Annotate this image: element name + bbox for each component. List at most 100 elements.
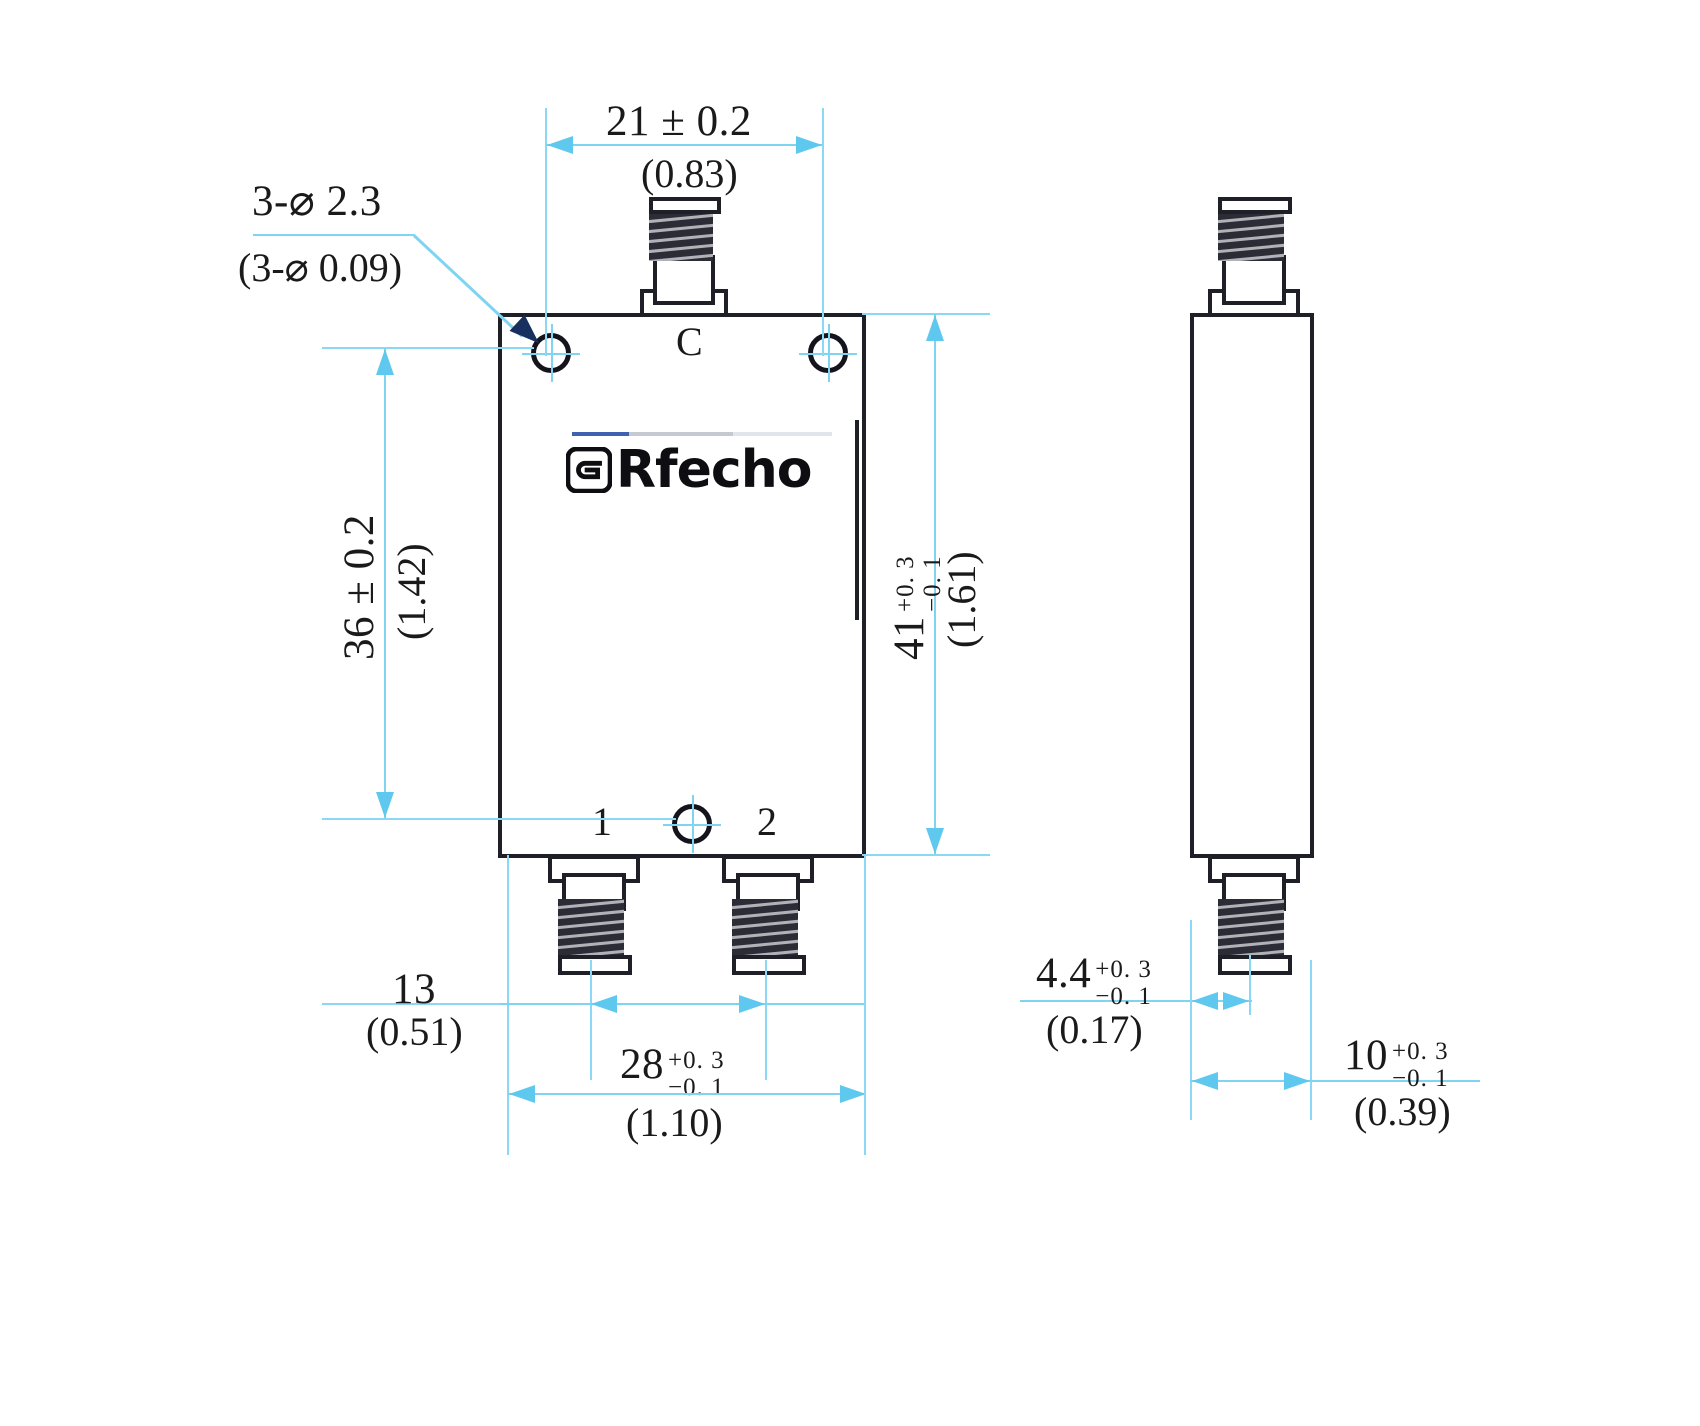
front-body-left-edge (498, 313, 502, 858)
dim-left-height-inch: (1.42) (389, 543, 434, 640)
connector-port-2 (722, 855, 814, 975)
connector-thread (558, 899, 624, 957)
tolerance-stack: +0. 3−0. 1 (1095, 956, 1152, 1010)
mounting-hole-bottom-center (663, 795, 721, 853)
ext-line-10-left (1190, 1000, 1192, 1120)
side-body-left-edge (1190, 313, 1194, 858)
connector-tip (1218, 197, 1292, 214)
dim-bottom-spacing-nominal: 28 (620, 1041, 664, 1088)
connector-common-c (640, 197, 728, 317)
tolerance-minus: −0. 1 (1095, 983, 1152, 1011)
dim-right-height-inch: (1.61) (939, 551, 984, 648)
arrowhead-left (1192, 992, 1218, 1010)
tolerance-stack: +0. 3−0. 1 (668, 1047, 725, 1101)
rfecho-spiral-logo-icon (566, 447, 612, 493)
dim-side-width-nominal: 10 (1344, 1032, 1388, 1079)
arrowhead-left (591, 995, 617, 1013)
dim-bottom-offset-value: 13 (392, 966, 436, 1013)
brand-wordmark: Rfecho (616, 440, 812, 500)
arrowhead-right (796, 136, 822, 154)
dim-top-width-inch: (0.83) (641, 151, 738, 196)
callout-leader-line (412, 234, 524, 338)
connector-thread (1218, 899, 1284, 957)
ext-line-4-4-right (1249, 955, 1251, 1015)
dim-line-28 (500, 1003, 865, 1005)
side-connector-top (1208, 197, 1300, 317)
dim-holes-value: 3-⌀ 2.3 (252, 178, 382, 225)
arrowhead-up (926, 315, 944, 341)
dim-right-height-nominal: 41 (886, 616, 933, 660)
dim-bottom-spacing-inch: (1.10) (626, 1100, 723, 1145)
dim-side-pin-inch: (0.17) (1046, 1007, 1143, 1052)
dim-line-4-4 (1020, 1000, 1252, 1002)
brand-logo: Rfecho (566, 432, 866, 500)
tolerance-plus: +0. 3 (1392, 1038, 1449, 1066)
connector-tip (732, 955, 806, 975)
arrowhead-right (1223, 992, 1249, 1010)
ext-line-28-right (765, 960, 767, 1080)
port-label-1: 1 (592, 799, 612, 844)
tolerance-stack: +0. 3−0. 1 (1392, 1038, 1449, 1092)
connector-neck (1222, 255, 1286, 305)
connector-tip (649, 197, 721, 214)
front-body-inner-step (855, 420, 859, 620)
ext-line-28-left (590, 960, 592, 1080)
arrowhead-right (840, 1085, 866, 1103)
dim-line-left-height (384, 348, 386, 818)
logo-sheen (572, 432, 832, 436)
side-connector-bottom (1208, 855, 1300, 975)
connector-thread (732, 899, 798, 957)
arrowhead-down (926, 828, 944, 854)
connector-port-1 (548, 855, 640, 975)
tolerance-plus: +0. 3 (668, 1047, 725, 1075)
ext-line-left-upper (322, 347, 534, 349)
center-mark-v (828, 324, 830, 382)
mounting-hole-top-right (799, 324, 857, 382)
tolerance-plus: +0. 3 (892, 555, 920, 612)
front-body-right-edge (862, 313, 866, 858)
ext-line-left-lower (322, 818, 676, 820)
dim-line-right-height (934, 314, 936, 854)
dim-left-height-value: 36 ± 0.2 (336, 514, 383, 660)
dim-holes-inch: (3-⌀ 0.09) (238, 245, 403, 290)
ext-line-right-upper (862, 313, 990, 315)
arrowhead-left (509, 1085, 535, 1103)
dim-line-10 (1190, 1080, 1480, 1082)
callout-underline (253, 234, 415, 236)
dim-side-width-value: 10+0. 3−0. 1 (1344, 1034, 1449, 1092)
tolerance-plus: +0. 3 (1095, 956, 1152, 984)
dim-line-top-width (546, 144, 823, 146)
dim-side-pin-value: 4.4+0. 3−0. 1 (1036, 952, 1152, 1010)
connector-tip (1218, 955, 1292, 975)
port-label-common: C (676, 319, 703, 364)
front-body-bottom-edge (498, 854, 866, 858)
ext-line-10-right (1310, 960, 1312, 1120)
port-label-2: 2 (757, 799, 777, 844)
arrowhead-right (739, 995, 765, 1013)
dim-line-overall-bottom (508, 1093, 866, 1095)
ext-line-bottom-13 (322, 1003, 612, 1005)
center-mark-v (551, 324, 553, 382)
mounting-hole-top-left (522, 324, 580, 382)
dim-side-width-inch: (0.39) (1354, 1089, 1451, 1134)
dim-side-pin-nominal: 4.4 (1036, 950, 1092, 997)
ext-line-overall-right (864, 855, 866, 1155)
arrowhead-down (376, 792, 394, 818)
connector-neck (653, 255, 715, 305)
ext-line-top-right (822, 108, 824, 356)
side-body-right-edge (1310, 313, 1314, 858)
tolerance-minus: −0. 1 (668, 1074, 725, 1102)
dim-bottom-spacing-value: 28+0. 3−0. 1 (620, 1043, 725, 1101)
center-mark-v (692, 795, 694, 853)
tolerance-minus: −0. 1 (1392, 1065, 1449, 1093)
dim-top-width-value: 21 ± 0.2 (606, 98, 752, 145)
ext-line-right-lower (862, 854, 990, 856)
dim-right-height-value: 41+0. 3−0. 1 (886, 555, 946, 660)
arrowhead-left (1192, 1072, 1218, 1090)
arrowhead-right (1284, 1072, 1310, 1090)
arrowhead-up (376, 349, 394, 375)
arrowhead-left (547, 136, 573, 154)
connector-tip (558, 955, 632, 975)
dim-bottom-offset-inch: (0.51) (366, 1009, 463, 1054)
